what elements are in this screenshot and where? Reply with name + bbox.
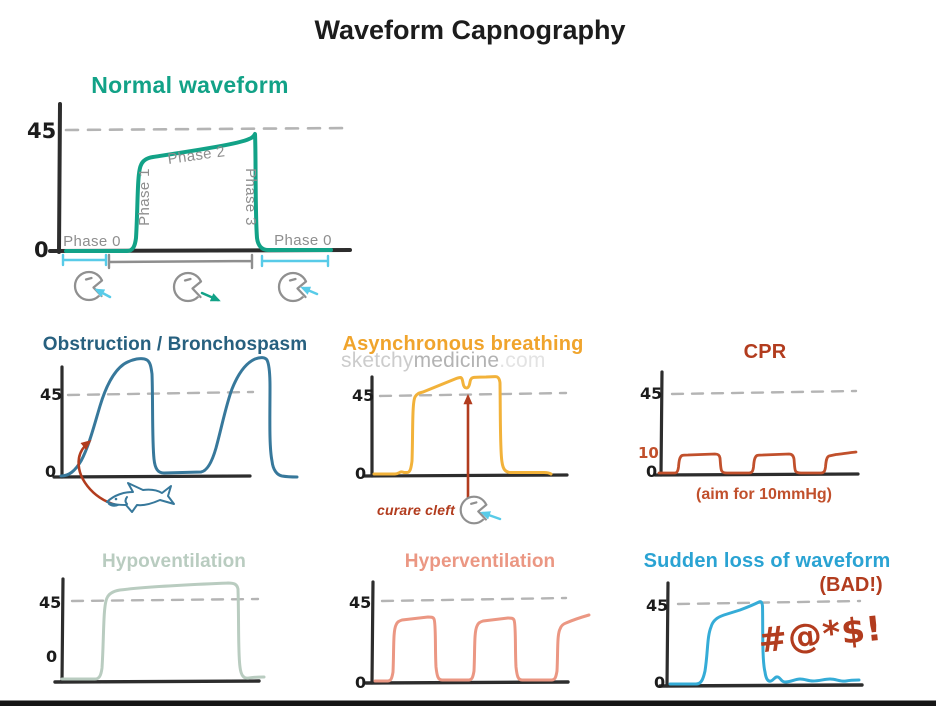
cpr-y-label-0: 0 (646, 462, 657, 481)
hyperventilation-co2-45-dashline (380, 596, 568, 603)
inhaling-face-icon-right (277, 271, 317, 303)
normal-y-axis (57, 102, 62, 254)
normal-y-label-0: 0 (34, 238, 49, 262)
cpr-y-axis (659, 370, 664, 477)
normal-phase0-left-label: Phase 0 (63, 233, 121, 250)
panel-normal-title: Normal waveform (91, 72, 289, 98)
asynchronous-y-label-45: 45 (352, 386, 374, 405)
cpr-y-label-45: 45 (640, 384, 662, 403)
curare-inhaling-face-icon (459, 495, 497, 525)
hyperventilation-y-label-0: 0 (355, 673, 366, 692)
normal-phase0-right-label: Phase 0 (274, 232, 332, 249)
cpr-caption: (aim for 10mmHg) (696, 486, 832, 503)
watermark: sketchymedicine.com (341, 349, 546, 372)
normal-co2-45-dashline (64, 126, 352, 132)
hypoventilation-y-label-45: 45 (39, 593, 61, 612)
panel-normal: Normal waveform 45 0 Phase 0 Phase 1 Pha… (27, 72, 352, 303)
sudden-loss-x-axis (658, 683, 864, 688)
cpr-x-axis (653, 472, 860, 477)
panel-cpr-title: CPR (744, 341, 787, 363)
panel-sudden-loss: Sudden loss of waveform (BAD!) 45 0 #@*$… (644, 550, 891, 692)
sudden-loss-y-label-45: 45 (646, 596, 668, 615)
exhale-bracket (107, 253, 254, 270)
inhale-bracket-left (61, 253, 108, 267)
sudden-loss-waveform-path (668, 600, 861, 686)
asynchronous-x-axis (362, 473, 569, 478)
page-title: Waveform Capnography (314, 15, 625, 45)
panel-hyperventilation: Hyperventilation 45 0 (349, 551, 591, 692)
curare-inhale-arrow (480, 511, 502, 521)
sudden-loss-bad-label: (BAD!) (819, 574, 882, 596)
asynchronous-co2-45-dashline (378, 391, 568, 398)
sudden-loss-y-label-0: 0 (654, 673, 665, 692)
hypoventilation-y-axis (60, 577, 65, 684)
obstruction-co2-45-dashline (66, 390, 255, 397)
inhale-arrow-left (94, 288, 112, 299)
hyperventilation-waveform-path (373, 613, 591, 683)
hyperventilation-y-axis (370, 580, 375, 685)
inhale-bracket-right (260, 254, 330, 268)
sharkfin-pointer-arrow (77, 440, 118, 507)
exhale-arrow (200, 291, 221, 302)
bottom-frame-bar (0, 700, 936, 706)
panel-hypoventilation: Hypoventilation 45 0 (39, 551, 266, 684)
panel-obstruction: Obstruction / Bronchospasm 45 0 (40, 334, 307, 513)
panel-asynchronous: Asynchronous breathing sketchymedicine.c… (341, 333, 583, 525)
hypoventilation-waveform-path (60, 581, 266, 681)
panel-sudden-loss-title: Sudden loss of waveform (644, 550, 891, 572)
shark-sketch (106, 482, 175, 513)
hypoventilation-x-axis (53, 679, 261, 684)
normal-waveform-path (64, 132, 333, 253)
sudden-loss-co2-45-dashline (676, 599, 862, 606)
inhale-arrow-right (300, 286, 319, 296)
normal-phase2-label: Phase 2 (167, 143, 227, 168)
obstruction-y-label-0: 0 (45, 462, 56, 481)
sudden-loss-y-axis (665, 581, 670, 688)
hypoventilation-co2-45-dashline (70, 597, 260, 603)
obstruction-x-axis (52, 474, 252, 479)
expletive-text: #@*$! (757, 609, 885, 662)
cpr-waveform-path (657, 450, 858, 475)
curare-cleft-label: curare cleft (377, 502, 456, 518)
obstruction-y-label-45: 45 (40, 385, 62, 404)
panel-cpr: CPR 45 10 0 (aim for 10mmHg) (638, 341, 860, 503)
hyperventilation-x-axis (364, 680, 570, 685)
normal-phase1-label: Phase 1 (136, 168, 153, 226)
panel-asynchronous-title: Asynchronous breathing (342, 333, 583, 355)
obstruction-waveform-path (59, 356, 299, 479)
panel-hypoventilation-title: Hypoventilation (102, 551, 246, 572)
normal-y-label-45: 45 (27, 119, 56, 143)
cpr-co2-45-dashline (670, 389, 858, 396)
cpr-y-label-10: 10 (638, 444, 659, 462)
hypoventilation-y-label-0: 0 (46, 647, 57, 666)
hyperventilation-y-label-45: 45 (349, 593, 371, 612)
normal-phase3-label: Phase 3 (242, 168, 259, 226)
panel-hyperventilation-title: Hyperventilation (405, 551, 555, 572)
asynchronous-waveform-path (372, 375, 553, 476)
asynchronous-y-label-0: 0 (355, 464, 366, 483)
panel-obstruction-title: Obstruction / Bronchospasm (43, 334, 307, 355)
exhaling-face-icon (172, 271, 212, 303)
